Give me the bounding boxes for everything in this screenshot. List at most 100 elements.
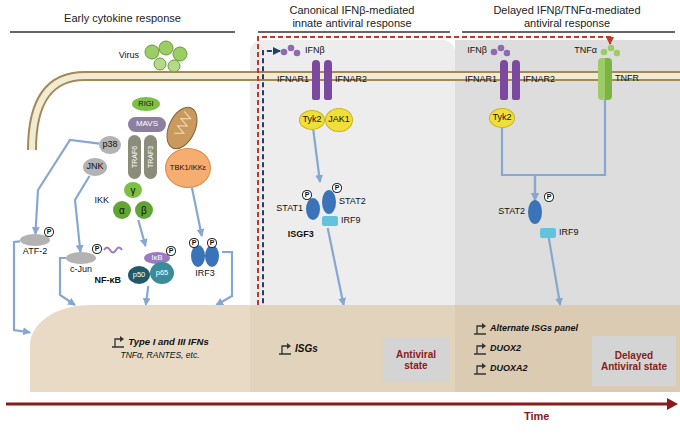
- node-text: Tyk2: [302, 115, 321, 125]
- phospho-mark: P: [544, 192, 555, 202]
- phospho-mark: P: [332, 183, 343, 193]
- signal-arrow: [250, 51, 280, 332]
- stat-protein: STAT2P: [528, 200, 542, 224]
- signal-arrow: [313, 130, 320, 182]
- protein-shape: α: [113, 201, 131, 219]
- node-text: Antiviral state: [385, 349, 447, 371]
- node-label: IFNAR1: [465, 75, 497, 85]
- virus-particles: Virus: [142, 40, 190, 72]
- node-text: p65: [156, 269, 169, 277]
- receptor-bar: IFNAR2: [324, 60, 332, 100]
- node-text: P: [95, 245, 100, 253]
- signal-arrow: [328, 228, 344, 305]
- protein-shape: c-JunP: [66, 252, 96, 264]
- node-label: ISGF3: [288, 230, 314, 240]
- receptor-bar: TNFR: [598, 58, 612, 100]
- adaptor-bar: TRAF3: [144, 135, 157, 179]
- irf3-monomer: [205, 245, 219, 267]
- ligand-dots: TNFα: [600, 44, 620, 58]
- gene-row: TNFα, RANTES, etc.: [121, 351, 200, 360]
- node-text: Tyk2: [492, 113, 511, 123]
- signal-arrow: [146, 286, 149, 305]
- protein-shape: p50: [128, 266, 150, 284]
- panel-ground: [250, 40, 455, 392]
- irf-protein: IRF9: [540, 228, 556, 238]
- node-text: TBK1/IKKε: [170, 164, 206, 172]
- node-label: IRF9: [559, 228, 579, 238]
- node-text: RIGI: [138, 100, 153, 108]
- gene-row: Type I and III IFNs: [111, 336, 208, 348]
- gene-row: Alternate ISGs panel: [473, 323, 578, 335]
- ligand-dots: IFNβ: [280, 44, 302, 58]
- node-label: STAT2: [339, 197, 366, 207]
- receptor-bar: IFNAR2: [512, 60, 520, 100]
- node-text: P: [335, 184, 340, 192]
- signal-arrow: [138, 220, 145, 246]
- degraded-ikb: [104, 248, 122, 253]
- protein-shape: γ: [124, 182, 142, 198]
- signal-arrow: [192, 188, 202, 236]
- protein-shape: ATF-2P: [20, 234, 50, 246]
- adaptor-shape: MAVS: [128, 117, 166, 132]
- protein-shape: RIGI: [132, 97, 160, 111]
- adaptor-bar: TRAF6: [128, 135, 141, 179]
- gene-symbol: [278, 343, 292, 355]
- node-label: NF-κB: [94, 276, 121, 286]
- node-label: STAT2: [498, 207, 525, 217]
- receptor-bar: IFNAR1: [500, 60, 508, 100]
- node-label: IKK: [94, 196, 109, 206]
- nucleus-band: Type I and III IFNsTNFα, RANTES, etc.: [30, 305, 250, 392]
- protein-shape: p65: [150, 262, 174, 284]
- node-label: IFNAR2: [335, 75, 367, 85]
- gene-row: ISGs: [278, 343, 318, 355]
- kinase-circle: TBK1/IKKε: [165, 148, 211, 188]
- ligand-dots: [280, 44, 302, 58]
- node-label: Virus: [119, 51, 139, 61]
- node-label: STAT1: [276, 204, 303, 214]
- protein-complex: IKKγαβ: [112, 182, 154, 220]
- phospho-mark: P: [166, 246, 177, 256]
- state-box: Delayed Antiviral state: [592, 336, 676, 386]
- ligand-dots: IFNβ: [490, 44, 510, 58]
- panel-heading: Canonical IFNβ-mediated innate antiviral…: [277, 4, 427, 30]
- gene-symbol: [473, 343, 487, 355]
- node-label: ATF-2: [23, 247, 47, 257]
- heading-rule: [462, 31, 675, 33]
- protein-shape: β: [135, 201, 153, 219]
- node-text: TNFα, RANTES, etc.: [121, 351, 200, 360]
- panel-ground: [455, 40, 680, 392]
- node-label: TNFR: [615, 74, 639, 84]
- mitochondrion: [161, 103, 203, 154]
- stat-protein: STAT2P: [322, 190, 336, 214]
- node-text: β: [141, 205, 147, 216]
- time-arrowhead: [667, 398, 678, 410]
- node-text: MAVS: [136, 120, 158, 129]
- protein-complex: NF-κBIκBPp50p65: [124, 246, 178, 286]
- receptor-bar: IFNAR1: [312, 60, 320, 100]
- node-text: P: [169, 247, 174, 255]
- state-box: Antiviral state: [383, 338, 449, 382]
- node-text: IκB: [152, 254, 163, 262]
- gene-symbol: [473, 363, 487, 375]
- node-text: Type I and III IFNs: [128, 337, 208, 347]
- signal-arrow: [216, 252, 232, 305]
- stat-protein: STAT1P: [306, 198, 320, 220]
- protein-complex: IRF3PP: [188, 236, 222, 268]
- phospho-mark: P: [44, 227, 55, 237]
- node-label: IFNAR2: [523, 75, 555, 85]
- node-label: TRAF6: [131, 146, 139, 168]
- node-text: P: [47, 228, 52, 236]
- node-label: c-Jun: [70, 265, 92, 275]
- node-text: Alternate ISGs panel: [490, 324, 578, 334]
- node-text: JAK1: [328, 115, 350, 125]
- phospho-mark: P: [207, 238, 218, 248]
- gene-row: DUOXA2: [473, 363, 528, 375]
- kinase-circle: JAK1: [325, 108, 353, 132]
- ligand-dots: [490, 44, 510, 58]
- kinase-circle: Tyk2: [489, 108, 514, 128]
- heading-rule: [10, 31, 235, 33]
- node-text: P: [305, 191, 310, 199]
- protein-shape: p38: [99, 136, 120, 154]
- signal-arrow: [549, 238, 560, 305]
- node-text: DUOXA2: [490, 364, 528, 374]
